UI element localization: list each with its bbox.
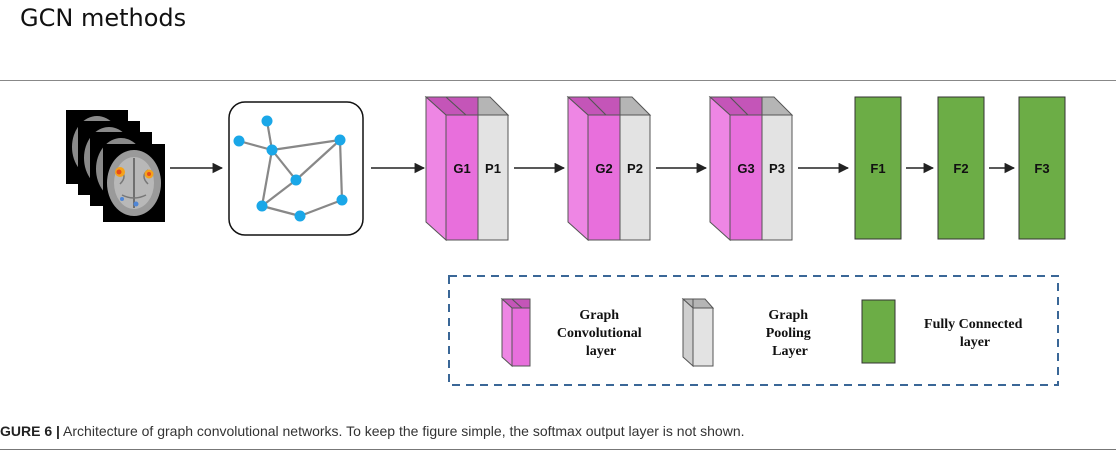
legend-label-conv: Graph Convolutional layer bbox=[557, 308, 645, 359]
layer-g1 bbox=[445, 114, 479, 241]
label-f1: F1 bbox=[870, 161, 885, 176]
layer-g3 bbox=[729, 114, 763, 241]
legend-label-pool: Graph Pooling Layer bbox=[766, 308, 815, 359]
layer-block-3: G3 P3 bbox=[708, 95, 794, 242]
layer-p3 bbox=[761, 114, 793, 241]
slide-title: GCN methods bbox=[20, 4, 187, 32]
label-g1: G1 bbox=[453, 161, 470, 176]
label-f2: F2 bbox=[953, 161, 968, 176]
figure-caption-label: GURE 6 | bbox=[0, 423, 60, 439]
legend-border bbox=[448, 275, 1059, 386]
legend-swatch-pool bbox=[681, 297, 715, 368]
layer-p1 bbox=[477, 114, 509, 241]
label-g2: G2 bbox=[595, 161, 612, 176]
layer-block-2: G2 P2 bbox=[566, 95, 652, 242]
graph-network-icon bbox=[228, 101, 364, 236]
layer-f3 bbox=[1018, 96, 1066, 240]
layer-f2 bbox=[937, 96, 985, 240]
brain-mri-stack-icon bbox=[66, 110, 165, 222]
bottom-divider bbox=[0, 449, 1116, 450]
legend-swatch-fc bbox=[861, 299, 896, 364]
layer-p2 bbox=[619, 114, 651, 241]
layer-f1 bbox=[854, 96, 902, 240]
label-f3: F3 bbox=[1034, 161, 1049, 176]
label-p1: P1 bbox=[485, 161, 501, 176]
layer-g2 bbox=[587, 114, 621, 241]
label-g3: G3 bbox=[737, 161, 754, 176]
layer-block-1: G1 P1 bbox=[424, 95, 510, 242]
gcn-architecture-diagram: G1 P1 G2 P2 G3 P3 F1 F2 F3 bbox=[66, 95, 1066, 386]
label-p3: P3 bbox=[769, 161, 785, 176]
figure-caption-text: Architecture of graph convolutional netw… bbox=[59, 423, 745, 439]
top-divider bbox=[0, 80, 1116, 81]
figure-caption: GURE 6 | Architecture of graph convoluti… bbox=[0, 423, 745, 439]
legend: Graph Convolutional layer Graph Pooling … bbox=[448, 275, 1059, 386]
legend-label-fc: Fully Connected layer bbox=[924, 317, 1026, 350]
label-p2: P2 bbox=[627, 161, 643, 176]
legend-swatch-conv bbox=[500, 297, 531, 368]
